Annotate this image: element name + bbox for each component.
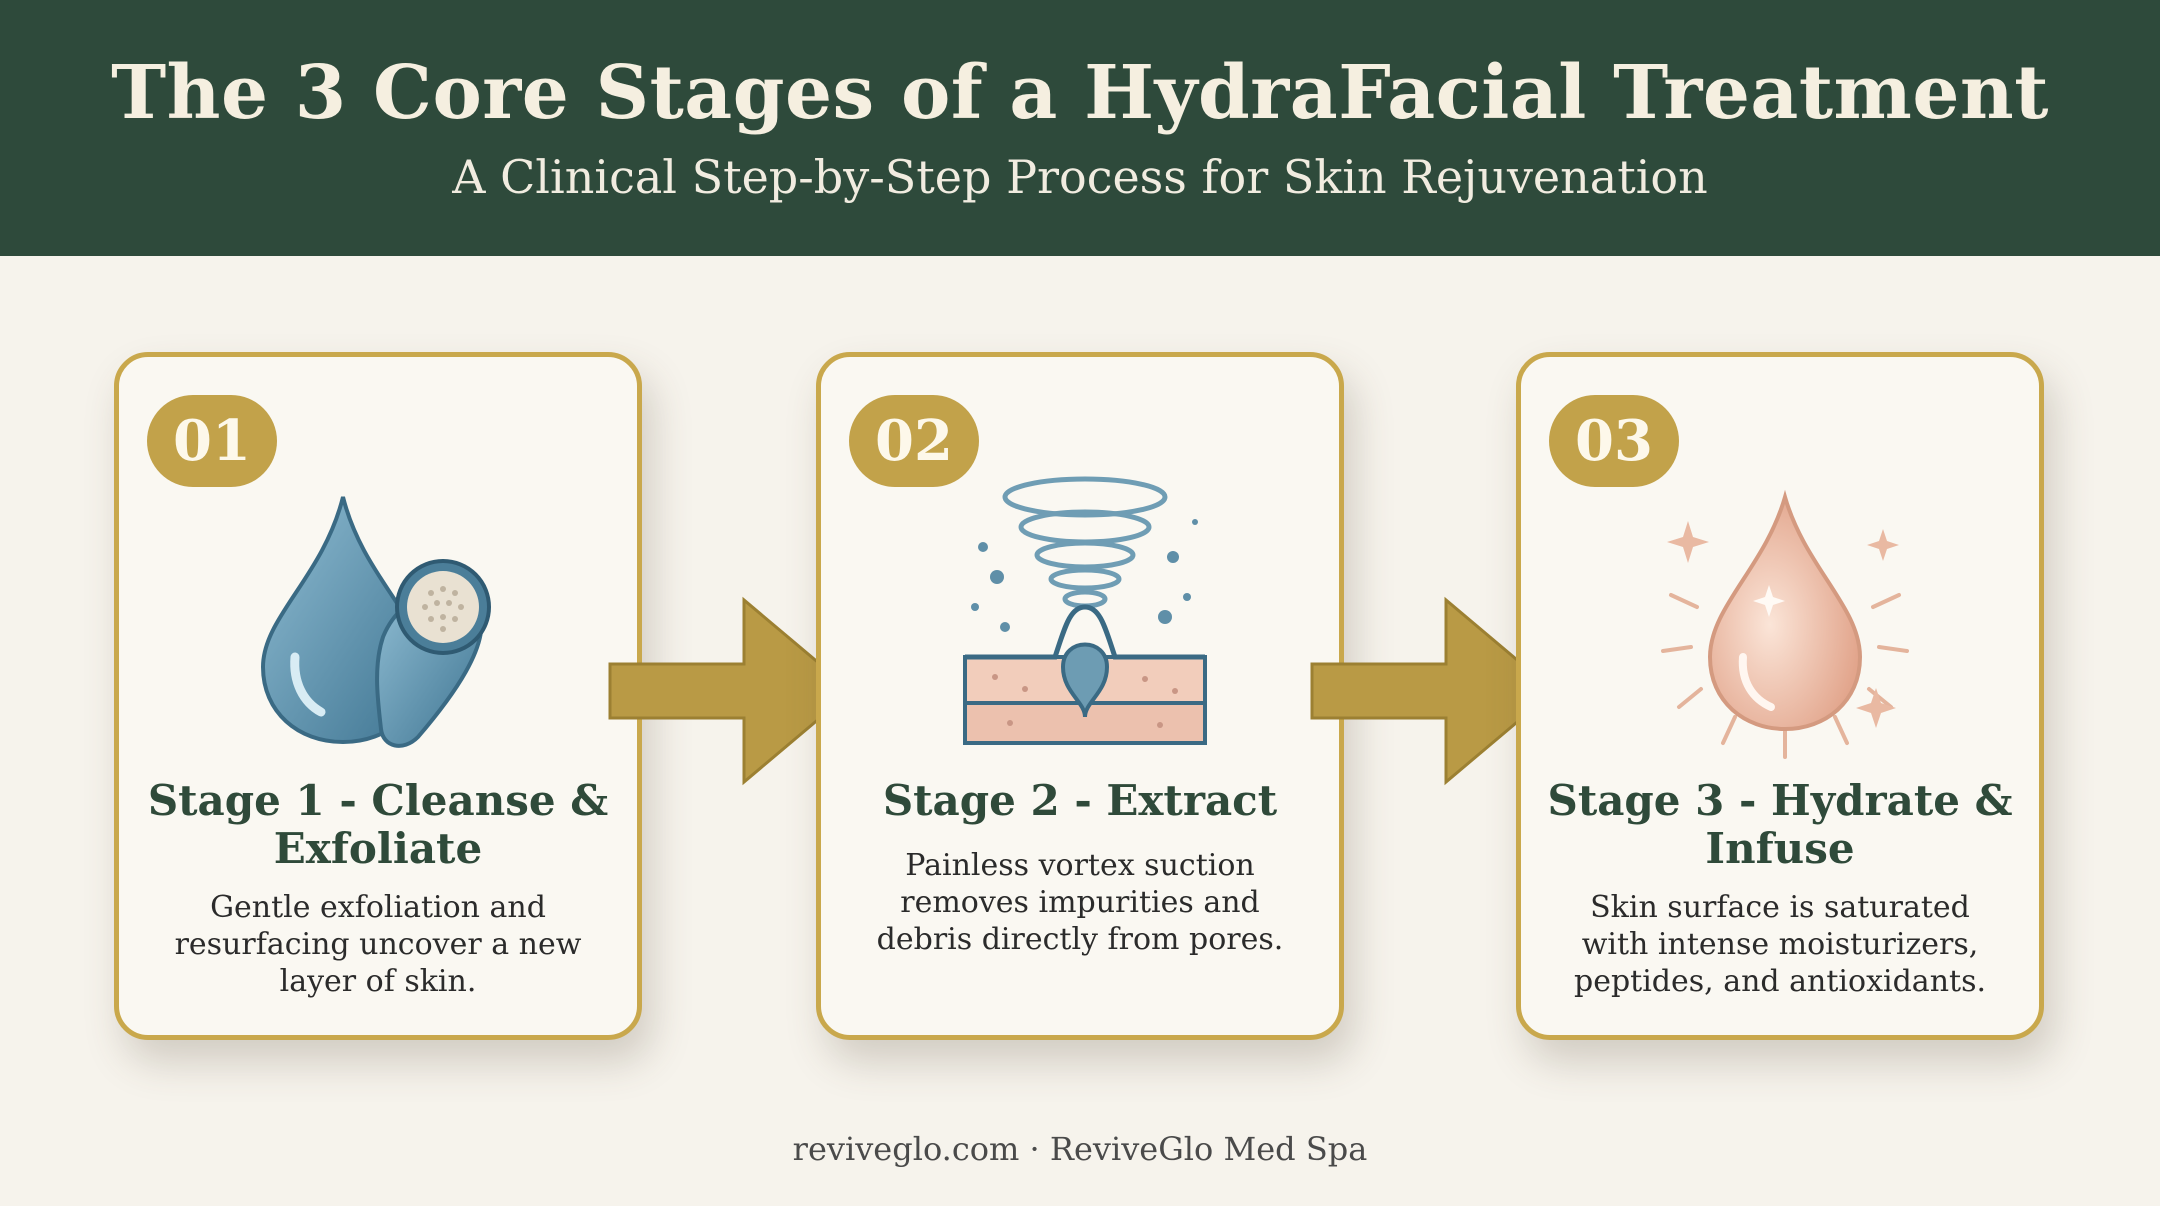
arrow-right-icon: [608, 596, 855, 786]
stage-title: Stage 1 - Cleanse & Exfoliate: [147, 776, 609, 873]
glowing-serum-drop-icon: [1661, 489, 1909, 759]
vortex-pore-icon: [963, 476, 1207, 745]
stage-title: Stage 2 - Extract: [882, 776, 1278, 825]
arrow-right-icon: [1310, 596, 1557, 786]
header-banner: The 3 Core Stages of a HydraFacial Treat…: [0, 0, 2160, 256]
stage-number-badge: 02: [849, 395, 979, 487]
stage-card-2: 02 Stage 2 - Extract Painless vortex suc…: [816, 352, 1344, 1040]
stage-card-3: 03 Stage 3 - Hydrate & Infuse Skin surfa…: [1516, 352, 2044, 1040]
page-subtitle: A Clinical Step-by-Step Process for Skin…: [452, 150, 1708, 204]
footer-credit: reviveglo.com · ReviveGlo Med Spa: [792, 1130, 1368, 1168]
stage-number-badge: 01: [147, 395, 277, 487]
stage-title: Stage 3 - Hydrate & Infuse: [1547, 776, 2013, 873]
stage-description: Skin surface is saturated with intense m…: [1573, 890, 1987, 999]
water-drop-brush-icon: [260, 496, 491, 748]
stage-description: Painless vortex suction removes impuriti…: [876, 848, 1284, 957]
stage-card-1: 01 Stage 1 - Cleanse & Exfoliate Gentle …: [114, 352, 642, 1040]
stage-description: Gentle exfoliation and resurfacing uncov…: [174, 890, 582, 999]
stage-number-badge: 03: [1549, 395, 1679, 487]
page-title: The 3 Core Stages of a HydraFacial Treat…: [111, 50, 2049, 136]
